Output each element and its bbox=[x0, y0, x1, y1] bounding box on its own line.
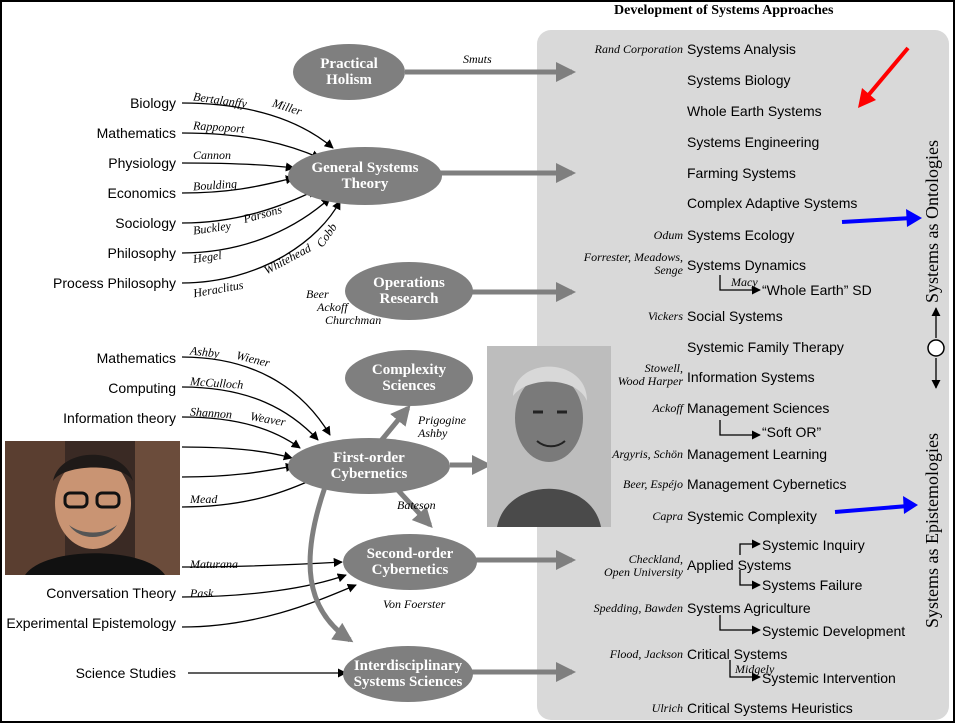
panel-who-9: Vickers bbox=[647, 309, 683, 323]
panel-soft-or: “Soft OR” bbox=[762, 424, 822, 440]
panel-who-14: Beer, Espéjo bbox=[623, 477, 683, 491]
panel-who-17: Spedding, Bawden bbox=[593, 601, 683, 615]
panel-whole-earth-sd: “Whole Earth” SD bbox=[762, 282, 872, 298]
person-mead: Mead bbox=[190, 492, 218, 506]
node-operations-research: Operations Research bbox=[345, 262, 473, 320]
panel-who-8: Forrester, Meadows, Senge bbox=[583, 250, 683, 277]
panel-what-7: Systems Ecology bbox=[687, 227, 795, 243]
node-practical-holism: Practical Holism bbox=[293, 44, 405, 100]
panel-who-11: Stowell, Wood Harper bbox=[617, 361, 683, 388]
source-information-theory: Information theory bbox=[63, 410, 176, 426]
node-general-systems-theory: General Systems Theory bbox=[288, 147, 442, 205]
panel-who-7: Odum bbox=[653, 228, 683, 242]
panel-what-15: Systemic Complexity bbox=[687, 508, 817, 524]
panel-systemic-intervention: Systemic Intervention bbox=[762, 670, 896, 686]
panel-what-16: Applied Systems bbox=[687, 557, 792, 573]
person-prigogine: Prigogine bbox=[418, 413, 466, 427]
panel-who-15: Capra bbox=[652, 509, 683, 523]
panel-what-5: Farming Systems bbox=[687, 165, 796, 181]
source-science-studies: Science Studies bbox=[75, 665, 176, 681]
panel-what-12: Management Sciences bbox=[687, 400, 830, 416]
panel-what-10: Systemic Family Therapy bbox=[687, 339, 844, 355]
panel-what-13: Management Learning bbox=[687, 446, 828, 462]
panel-what-9: Social Systems bbox=[687, 308, 783, 324]
person-ashby-complexity: Ashby bbox=[418, 426, 448, 440]
source-economics: Economics bbox=[107, 185, 176, 201]
panel-what-18: Critical Systems bbox=[687, 646, 788, 662]
panel-who-16: Checkland, Open University bbox=[604, 552, 683, 579]
panel-what-19: Critical Systems Heuristics bbox=[687, 700, 853, 716]
panel-what-1: Systems Analysis bbox=[687, 41, 796, 57]
panel-what-3: Whole Earth Systems bbox=[687, 103, 822, 119]
panel-macy: Macy bbox=[731, 275, 758, 289]
source-computing: Computing bbox=[108, 380, 176, 396]
axis-epistemologies-label: Systems as Epistemologies bbox=[922, 433, 942, 628]
panel-systems-failure: Systems Failure bbox=[762, 577, 863, 593]
node-second-order-cybernetics: Second-order Cybernetics bbox=[343, 534, 477, 590]
person-maturana: Maturana bbox=[190, 557, 238, 571]
panel-who-18: Flood, Jackson bbox=[609, 647, 683, 661]
panel-what-8: Systems Dynamics bbox=[687, 257, 807, 273]
node-first-order-cybernetics: First-order Cybernetics bbox=[288, 438, 450, 494]
person-shannon: Shannon bbox=[189, 404, 233, 422]
person-von-foerster: Von Foerster bbox=[383, 597, 446, 611]
panel-what-11: Information Systems bbox=[687, 369, 815, 385]
source-process-philosophy: Process Philosophy bbox=[53, 275, 176, 291]
person-photo-left bbox=[5, 441, 180, 575]
source-sociology: Sociology bbox=[115, 215, 176, 231]
panel-what-6: Complex Adaptive Systems bbox=[687, 195, 858, 211]
axis-ontologies-label: Systems as Ontologies bbox=[922, 139, 942, 303]
node-complexity-sciences: Complexity Sciences bbox=[345, 350, 473, 406]
source-physiology: Physiology bbox=[108, 155, 176, 171]
panel-systemic-inquiry: Systemic Inquiry bbox=[762, 537, 865, 553]
panel-who-13: Argyris, Schön bbox=[612, 447, 683, 461]
person-ackoff: Ackoff bbox=[317, 300, 348, 314]
source-mathematics-2: Mathematics bbox=[96, 350, 176, 366]
source-conversation-theory: Conversation Theory bbox=[46, 585, 176, 601]
node-interdisciplinary-systems-sciences: Interdisciplinary Systems Sciences bbox=[343, 646, 473, 702]
source-biology: Biology bbox=[130, 95, 176, 111]
person-ashby: Ashby bbox=[189, 343, 221, 361]
person-pask: Pask bbox=[190, 586, 214, 600]
person-churchman: Churchman bbox=[325, 313, 382, 327]
panel-who-12: Ackoff bbox=[652, 401, 683, 415]
panel-what-4: Systems Engineering bbox=[687, 134, 820, 150]
diagram-title: Development of Systems Approaches bbox=[614, 3, 834, 18]
person-cannon: Cannon bbox=[193, 148, 232, 162]
panel-who-19: Ulrich bbox=[651, 701, 683, 715]
panel-systemic-development: Systemic Development bbox=[762, 623, 906, 639]
panel-what-14: Management Cybernetics bbox=[687, 476, 847, 492]
person-boulding: Boulding bbox=[192, 176, 238, 194]
person-beer: Beer bbox=[306, 287, 329, 301]
panel-midgely: Midgely bbox=[735, 662, 775, 676]
person-smuts: Smuts bbox=[463, 52, 492, 66]
panel-what-2: Systems Biology bbox=[687, 72, 791, 88]
panel-what-17: Systems Agriculture bbox=[687, 600, 811, 616]
person-photo-center bbox=[487, 346, 611, 527]
source-philosophy: Philosophy bbox=[107, 245, 177, 261]
person-bateson: Bateson bbox=[397, 498, 436, 512]
panel-who-1: Rand Corporation bbox=[594, 42, 683, 56]
source-mathematics: Mathematics bbox=[96, 125, 176, 141]
source-experimental-epistemology: Experimental Epistemology bbox=[6, 615, 176, 631]
